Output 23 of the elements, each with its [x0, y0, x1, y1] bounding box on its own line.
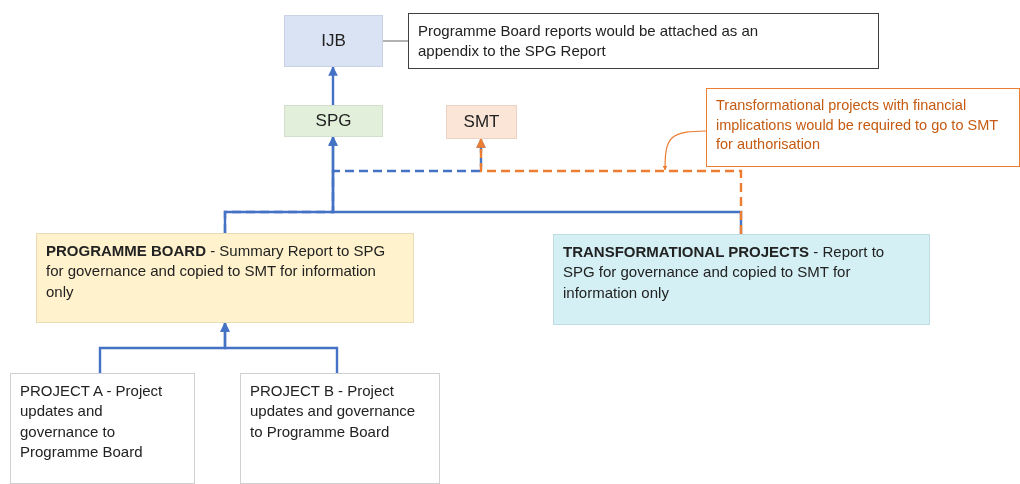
- arrow: [476, 138, 743, 234]
- box-label: PROJECT A - Project updates and governance to Programme Board: [20, 381, 164, 462]
- process-box: [10, 373, 195, 484]
- arrow: [220, 322, 339, 373]
- process-box: [284, 105, 383, 137]
- process-box: [446, 105, 517, 139]
- box-label: TRANSFORMATIONAL PROJECTS - Report to SPG for governance and copied to SMT for information only: [563, 242, 886, 303]
- note-box: [408, 13, 879, 69]
- box-label: PROJECT B - Project updates and governance to Programme Board: [250, 381, 417, 442]
- box-label: SPG: [314, 109, 353, 132]
- process-box: [553, 234, 930, 325]
- process-box: [284, 15, 383, 67]
- box-label: Programme Board reports would be attached as an appendix to the SPG Report: [418, 21, 760, 62]
- box-label: IJB: [320, 29, 347, 52]
- box-label: PROGRAMME BOARD - Summary Report to SPG for governance and copied to SMT for information only: [46, 241, 387, 302]
- note-box: [706, 88, 1020, 167]
- connector-line: [382, 40, 409, 42]
- box-label: Transformational projects with financial implications would be required to go to SMT for authorisation: [716, 96, 999, 155]
- box-label: SMT: [462, 110, 501, 133]
- arrow: [328, 66, 338, 105]
- process-box: [36, 233, 414, 323]
- process-box: [240, 373, 440, 484]
- leader-line: [662, 130, 707, 171]
